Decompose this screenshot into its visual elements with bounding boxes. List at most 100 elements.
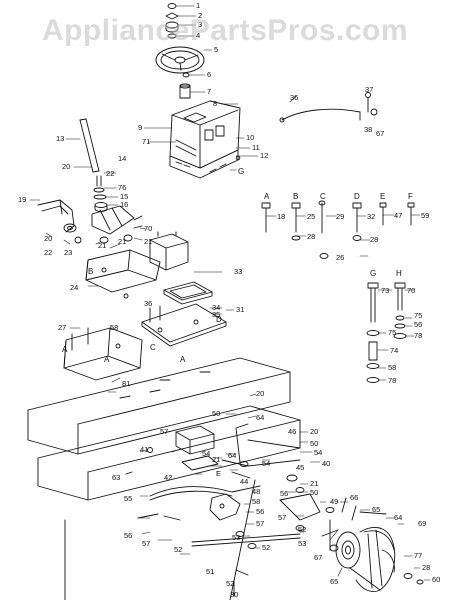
callout-51: 51 [206,567,214,576]
frame-bracket-27 [63,327,143,381]
callout-46: 46 [288,427,296,436]
callout-letter-a-mid: A [104,355,110,364]
callout-14: 14 [118,154,126,163]
callout-57-left: 57 [142,539,150,548]
callout-81: 81 [122,379,130,388]
callout-22-left: 22 [44,248,52,257]
bolt-set-a-f [261,200,415,259]
callout-19: 19 [18,195,26,204]
callout-letter-e-link: E [216,469,221,478]
callout-52-c: 52 [226,579,234,588]
callout-28-b: 28 [307,232,315,241]
battery-box [149,231,189,271]
callout-letter-a-left: A [62,345,68,354]
callout-letter-d: D [354,192,360,201]
callout-73: 73 [381,286,389,295]
callout-63: 63 [112,473,120,482]
callout-60: 60 [432,575,440,584]
callout-65: 65 [330,577,338,586]
callout-69: 69 [418,519,426,528]
callout-71: 71 [142,137,150,146]
callout-53-b: 53 [298,539,306,548]
callout-70-h: 70 [407,286,415,295]
callout-8: 8 [213,99,217,108]
callout-21-c: 21 [144,237,152,246]
callout-10: 10 [246,133,254,142]
callout-1: 1 [196,1,200,10]
plate-31 [141,303,227,347]
callout-13: 13 [56,134,64,143]
callout-5: 5 [214,45,218,54]
callout-44: 44 [240,477,248,486]
callout-32: 32 [367,212,375,221]
callout-70: 70 [144,224,152,233]
callout-21-a: 21 [98,241,106,250]
callout-2: 2 [198,11,202,20]
callout-24: 24 [70,283,78,292]
callout-52-d: 52 [298,525,306,534]
callout-labels: 1 2 3 4 5 6 7 8 9 71 10 11 12 G 36 37 38… [18,1,440,599]
callout-58-upper: 58 [110,323,118,332]
callout-21-e: 21 [212,455,220,464]
callout-78-h: 78 [414,331,422,340]
callout-37: 37 [365,85,373,94]
callout-42: 42 [164,473,172,482]
callout-53-a: 53 [232,533,240,542]
callout-letter-e: E [380,192,385,201]
callout-letter-a: A [264,192,270,201]
frame-rails [27,357,301,600]
callout-65-upper: 65 [372,505,380,514]
dash-lower-cover [169,149,241,179]
callout-18: 18 [277,212,285,221]
callout-letter-g-dash: G [238,167,244,176]
callout-33: 33 [234,267,242,276]
dash-console [169,100,241,169]
callout-20-left: 20 [44,234,52,243]
callout-52-b: 52 [262,543,270,552]
callout-21-d: 21 [310,479,318,488]
callout-67-upper: 67 [376,129,384,138]
steering-wheel [155,46,205,74]
callout-74: 74 [390,346,398,355]
callout-52-a: 52 [174,545,182,554]
callout-letter-a-right: A [180,355,186,364]
callout-28-wheel: 28 [422,563,430,572]
callout-75-g: 75 [388,328,396,337]
mounting-bracket-24 [85,249,161,299]
callout-76: 76 [118,183,126,192]
callout-30: 30 [230,590,238,599]
callout-50-a: 50 [212,409,220,418]
callout-21-b: 21 [118,237,126,246]
callout-letter-f: F [408,192,413,201]
callout-16: 16 [120,200,128,209]
callout-12: 12 [260,151,268,160]
callout-letter-g: G [370,269,376,278]
callout-20-upper: 20 [62,162,70,171]
callout-57-mid: 57 [256,519,264,528]
callout-57-right: 57 [278,513,286,522]
callout-letter-h: H [396,269,402,278]
callout-56-h: 56 [414,320,422,329]
callout-29: 29 [336,212,344,221]
callout-54-c: 54 [262,459,270,468]
bolt-set-g-h [366,282,407,383]
steering-gear-assembly [37,199,143,244]
callout-3: 3 [198,20,202,29]
callout-36b: 36 [144,299,152,308]
callout-58-g: 58 [388,363,396,372]
callout-27: 27 [58,323,66,332]
seat-pad-33 [163,281,213,305]
callout-20-right: 20 [310,427,318,436]
callout-35: 35 [212,310,220,319]
steering-cap-parts [165,3,179,39]
callout-31: 31 [236,305,244,314]
callout-22: 22 [106,169,114,178]
steering-linkage-lower [125,423,321,597]
callout-78-g: 78 [388,376,396,385]
callout-64-b: 64 [228,451,236,460]
callout-38: 38 [364,125,372,134]
steering-gear-stack [93,175,108,212]
callout-67-lower: 67 [314,553,322,562]
callout-25: 25 [307,212,315,221]
